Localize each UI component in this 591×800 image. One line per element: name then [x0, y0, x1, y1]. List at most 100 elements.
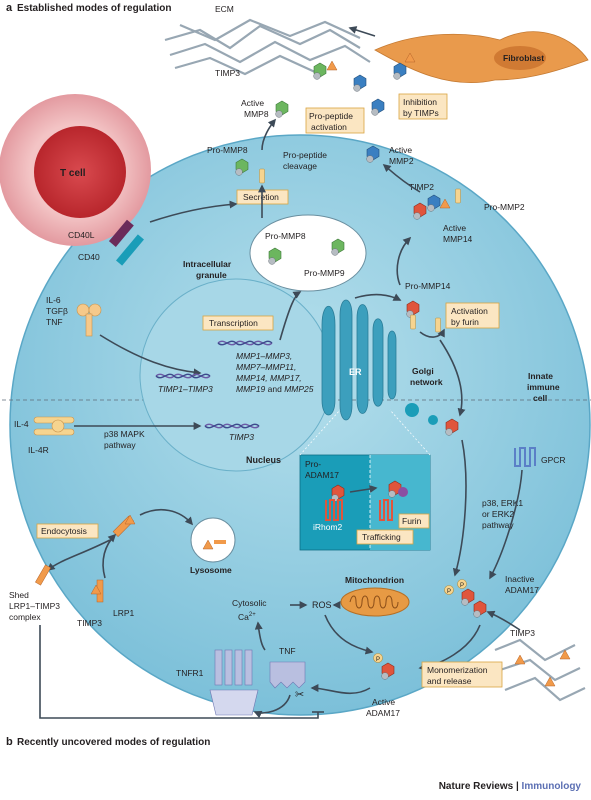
active-mmp8-label-1: Active	[241, 98, 264, 108]
mmp8-enzyme	[313, 62, 327, 80]
mmp14-surface-arrow	[396, 236, 412, 286]
tnfr1-label: TNFR1	[176, 668, 204, 678]
fibroblast-nucleus	[494, 46, 546, 70]
t-cell-label: T cell	[60, 168, 86, 179]
cd40l-label: CD40L	[68, 230, 95, 240]
erk-label-2: or ERK2	[482, 509, 514, 519]
tnf-trimer	[269, 661, 306, 689]
lysosome-label: Lysosome	[190, 565, 232, 575]
transcription-to-granule-arrow	[279, 291, 302, 341]
inactive-adam17-label-1: Inactive	[505, 574, 535, 584]
phospho-mark	[457, 579, 467, 589]
panel-a-title: Established modes of regulation	[17, 3, 171, 14]
phospho-label: P	[376, 657, 380, 663]
ros-label: ROS	[312, 600, 332, 610]
il4-label: IL-4	[14, 419, 29, 429]
cytokine-receptor-icon	[76, 303, 102, 337]
activation-furin-label-1: Activation	[451, 306, 488, 316]
mmp-genes-line-2: MMP7–MMP11,	[236, 362, 296, 372]
propeptide	[410, 314, 416, 330]
cd40-label: CD40	[78, 252, 100, 262]
ros-activation-arrow	[324, 614, 374, 655]
propeptide-cleavage-label-2: cleavage	[283, 161, 317, 171]
mitochondrion-label: Mitochondrion	[345, 575, 404, 585]
timp3-ecm-label: TIMP3	[215, 68, 240, 78]
endocytosis-arrow	[139, 508, 194, 526]
mitochondrion	[340, 587, 410, 617]
timp-inhibitor	[326, 60, 338, 71]
pro-mmp2-label: Pro-MMP2	[484, 202, 525, 212]
tgfb-label: TGFβ	[46, 306, 68, 316]
p38-label-2: pathway	[104, 440, 136, 450]
intracellular-granule	[249, 214, 367, 292]
shed-inhibition-line	[39, 625, 319, 719]
furin-box	[398, 513, 430, 529]
active-mmp8-enzyme	[275, 100, 289, 118]
timp3-inhibition-arrow	[486, 610, 521, 631]
propeptide	[455, 188, 461, 204]
phospho-mark	[373, 653, 383, 663]
er-label: ER	[349, 367, 362, 377]
phospho-label: P	[460, 583, 464, 589]
inactive-adam17-label-2: ADAM17	[505, 585, 539, 595]
fibroblast-cell	[374, 31, 589, 84]
inhibition-label-2: by TIMPs	[403, 108, 439, 118]
propeptide-cleavage-label-1: Pro-peptide	[283, 150, 327, 160]
furin-cleavage-arrow	[419, 328, 445, 338]
inhibition-label-1: Inhibition	[403, 97, 437, 107]
active-mmp8-label-2: MMP8	[244, 109, 269, 119]
timp3-inhibitor	[514, 654, 526, 665]
trafficking-box	[356, 529, 414, 545]
panel-a-label: a	[6, 2, 13, 14]
il6-label: IL-6	[46, 295, 61, 305]
granule-pro-mmp8-label: Pro-MMP8	[265, 231, 306, 241]
vesicle	[405, 403, 419, 417]
mmp-genes-line-4: MMP19 and MMP25	[236, 384, 314, 394]
il4-receptor-icon	[33, 416, 75, 436]
shed-complex	[35, 564, 51, 586]
active-adam17-label-2: ADAM17	[366, 708, 400, 718]
endocytosis-box	[36, 523, 99, 539]
active-mmp14-label-1: Active	[443, 223, 466, 233]
pro-mmp14-label: Pro-MMP14	[405, 281, 451, 291]
timp3-right-label: TIMP3	[510, 628, 535, 638]
ecm-fibres	[164, 18, 371, 76]
panel-b-title: Recently uncovered modes of regulation	[17, 737, 210, 748]
mmp-genes-line-1: MMP1–MMP3,	[236, 351, 292, 361]
shed-label-3: complex	[9, 612, 41, 622]
trafficking-arrow	[349, 485, 378, 493]
granule-label-2: granule	[196, 270, 227, 280]
t-cell-nucleus	[34, 126, 126, 218]
pro-adam17-label-2: ADAM17	[305, 470, 339, 480]
granule-pro-mmp9-label: Pro-MMP9	[304, 268, 345, 278]
propeptide-activation-box	[305, 107, 365, 134]
propeptide	[435, 317, 441, 333]
lysosome	[190, 517, 236, 563]
lrp1-label: LRP1	[113, 608, 135, 618]
tnfr1-receptor	[209, 649, 259, 716]
endocytosis-label: Endocytosis	[41, 526, 87, 536]
cd40-receptor-pair	[108, 219, 144, 266]
timp3-lower-label: TIMP3	[77, 618, 102, 628]
innate-cell-label-3: cell	[533, 393, 547, 403]
secretion-arrow	[149, 200, 238, 223]
phospho-mark	[444, 585, 454, 595]
activation-furin-box	[445, 302, 500, 329]
propeptide	[259, 168, 265, 184]
mmp2-activation-arrow	[382, 163, 421, 193]
golgi-label-1: Golgi	[412, 366, 434, 376]
active-adam17-label-1: Active	[372, 697, 395, 707]
monomer-label-2: and release	[427, 676, 472, 686]
lrp1-uptake-arrow	[102, 533, 117, 579]
shed-label-2: LRP1–TIMP3	[9, 601, 60, 611]
monomerization-box	[421, 661, 503, 688]
gpcr-receptor	[514, 447, 536, 467]
ecm-label: ECM	[215, 4, 234, 14]
degraded-lrp1	[214, 540, 226, 544]
er-to-furin-arrow	[354, 293, 402, 301]
active-mmp2-label-2: MMP2	[389, 156, 414, 166]
cleavage-arrow	[261, 118, 277, 151]
mmp2-enzyme	[371, 98, 385, 116]
propeptide-activation-label-2: activation	[311, 122, 347, 132]
cytokine-signal-arrow	[99, 334, 202, 377]
